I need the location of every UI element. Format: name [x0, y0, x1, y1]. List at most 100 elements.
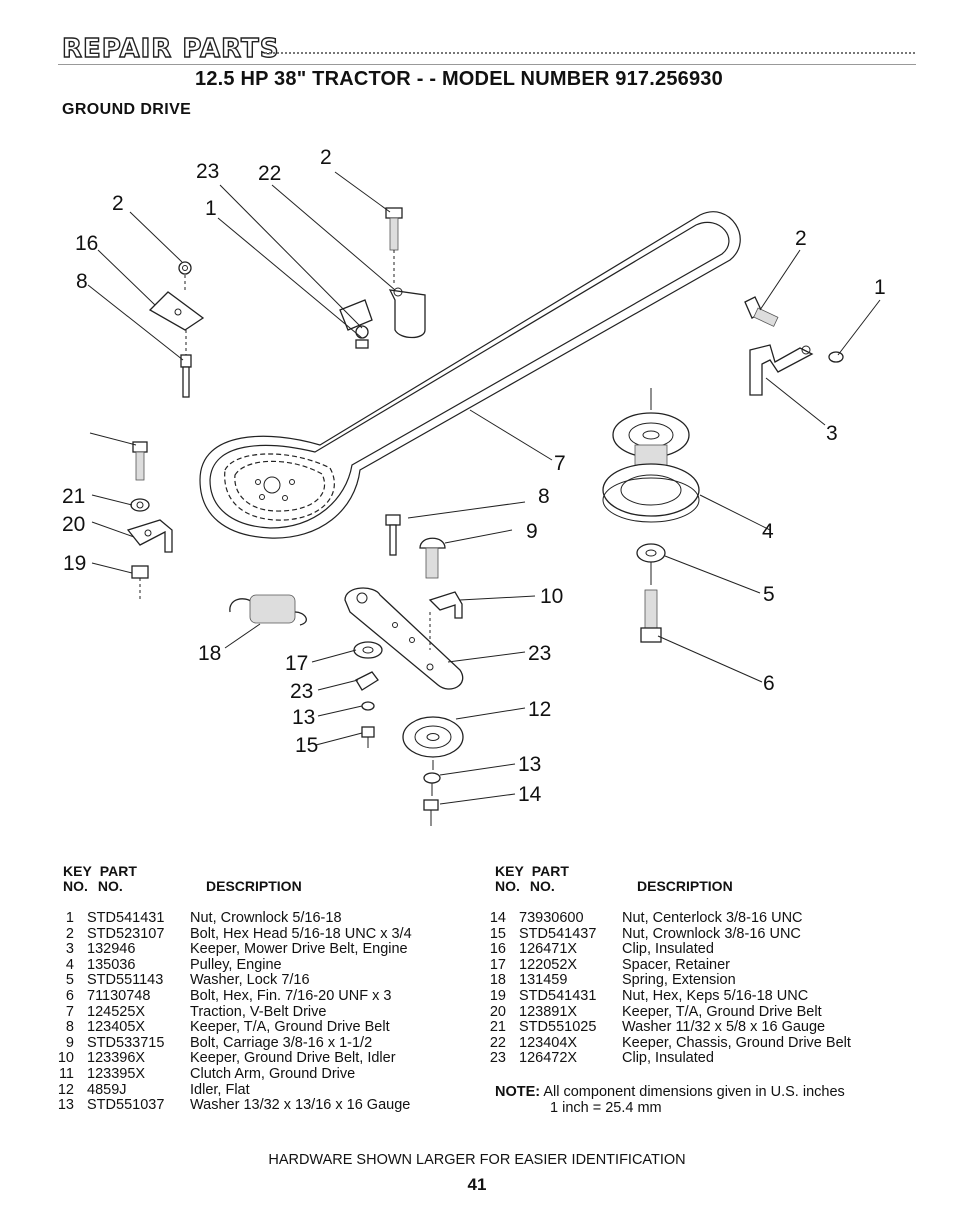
key-number: 22 — [489, 1034, 506, 1051]
key-number: 3 — [65, 941, 74, 958]
parts-row: 15 STD541437 Nut, Crownlock 3/8-16 UNC — [484, 925, 851, 943]
part-description: Nut, Centerlock 3/8-16 UNC — [622, 910, 803, 926]
callout: 14 — [518, 783, 542, 806]
callout: 5 — [763, 583, 775, 606]
key-number: 15 — [489, 925, 506, 942]
callout: 21 — [62, 485, 85, 508]
callout: 2 — [320, 146, 332, 169]
page-number: 41 — [467, 1175, 487, 1194]
col-header-desc-right: DESCRIPTION — [637, 878, 733, 894]
header-no-label: NO. — [495, 878, 520, 894]
model-title: 12.5 HP 38" TRACTOR - - MODEL NUMBER 917… — [195, 68, 723, 90]
hardware-group-right — [744, 296, 844, 396]
hardware-group-top-center — [339, 207, 426, 349]
callout: 1 — [874, 276, 886, 299]
col-header-desc-left: DESCRIPTION — [206, 878, 302, 894]
title-rule — [58, 64, 916, 65]
note-line1: All component dimensions given in U.S. i… — [543, 1084, 845, 1100]
part-description: Bolt, Hex, Fin. 7/16-20 UNF x 3 — [190, 987, 392, 1004]
callout: 1 — [205, 197, 217, 220]
callout: 8 — [76, 270, 88, 293]
key-number: 7 — [65, 1003, 74, 1020]
idler-pulley-assembly — [402, 716, 464, 826]
callout: 3 — [826, 422, 838, 445]
part-number: STD551143 — [87, 972, 164, 989]
callout: 10 — [540, 585, 563, 608]
callout-labels: 23 22 2 1 16 8 2 1 2 3 21 20 19 7 8 9 4 … — [62, 146, 886, 806]
key-number: 6 — [65, 987, 74, 1004]
part-description: Spring, Extension — [622, 972, 736, 989]
key-number: 19 — [489, 987, 506, 1004]
part-description: Nut, Hex, Keps 5/16-18 UNC — [622, 987, 809, 1004]
hardware-group-left — [126, 441, 173, 600]
part-number: 4859J — [87, 1081, 127, 1098]
leader-lines — [87, 171, 881, 805]
parts-row: 6 71130748 Bolt, Hex, Fin. 7/16-20 UNF x 3 — [52, 987, 412, 1005]
parts-row: 16 126471X Clip, Insulated — [484, 942, 851, 958]
part-number: 126471X — [519, 941, 578, 958]
part-description: Keeper, T/A, Ground Drive Belt — [190, 1019, 390, 1036]
part-number: 123891X — [519, 1003, 578, 1020]
part-description: Washer 13/32 x 13/16 x 16 Gauge — [190, 1097, 411, 1114]
part-number: STD551025 — [519, 1019, 597, 1036]
key-number: 4 — [65, 956, 74, 973]
part-number: 126472X — [519, 1050, 578, 1067]
key-number: 2 — [65, 925, 74, 942]
engine-pulley-assembly — [602, 388, 700, 643]
callout: 8 — [538, 485, 550, 508]
part-number: STD541437 — [519, 925, 597, 942]
callout: 6 — [763, 672, 775, 695]
section-title: GROUND DRIVE — [62, 101, 192, 118]
part-description: Spacer, Retainer — [622, 956, 731, 973]
note-label: NOTE: — [495, 1084, 541, 1100]
header-key-label: KEY — [495, 863, 524, 879]
key-number: 18 — [489, 972, 506, 989]
part-description: Nut, Crownlock 3/8-16 UNC — [622, 925, 801, 942]
part-number: 123395X — [87, 1065, 146, 1082]
spacer-stack — [353, 641, 383, 748]
key-number: 20 — [489, 1003, 506, 1020]
part-number: 71130748 — [87, 987, 151, 1004]
part-number: 123396X — [87, 1050, 146, 1067]
callout: 20 — [62, 513, 85, 536]
callout: 23 — [290, 680, 313, 703]
key-number: 13 — [57, 1097, 74, 1114]
callout: 7 — [554, 452, 566, 475]
key-number: 14 — [489, 910, 506, 926]
part-description: Keeper, Mower Drive Belt, Engine — [190, 941, 408, 958]
header-part-label: PART — [99, 863, 137, 879]
key-number: 16 — [489, 941, 506, 958]
header-no2-label: NO. — [97, 878, 123, 894]
part-description: Idler, Flat — [190, 1081, 250, 1098]
header-key-label: KEY — [63, 863, 92, 879]
callout: 4 — [762, 520, 774, 543]
callout: 23 — [528, 642, 551, 665]
part-description: Washer 11/32 x 5/8 x 16 Gauge — [622, 1019, 826, 1036]
part-number: 135036 — [87, 956, 136, 973]
key-number: 5 — [65, 972, 74, 989]
hardware-group-top-left — [148, 261, 205, 398]
v-belt — [199, 211, 741, 539]
part-description: Clip, Insulated — [622, 941, 714, 958]
callout: 12 — [528, 698, 551, 721]
key-number: 21 — [489, 1019, 506, 1036]
parts-row: 21 STD551025 Washer 11/32 x 5/8 x 16 Gauge — [484, 1020, 851, 1036]
part-number: STD541431 — [87, 910, 165, 926]
callout: 2 — [112, 192, 124, 215]
header-no2-label: NO. — [529, 878, 555, 894]
callout: 19 — [63, 552, 86, 575]
